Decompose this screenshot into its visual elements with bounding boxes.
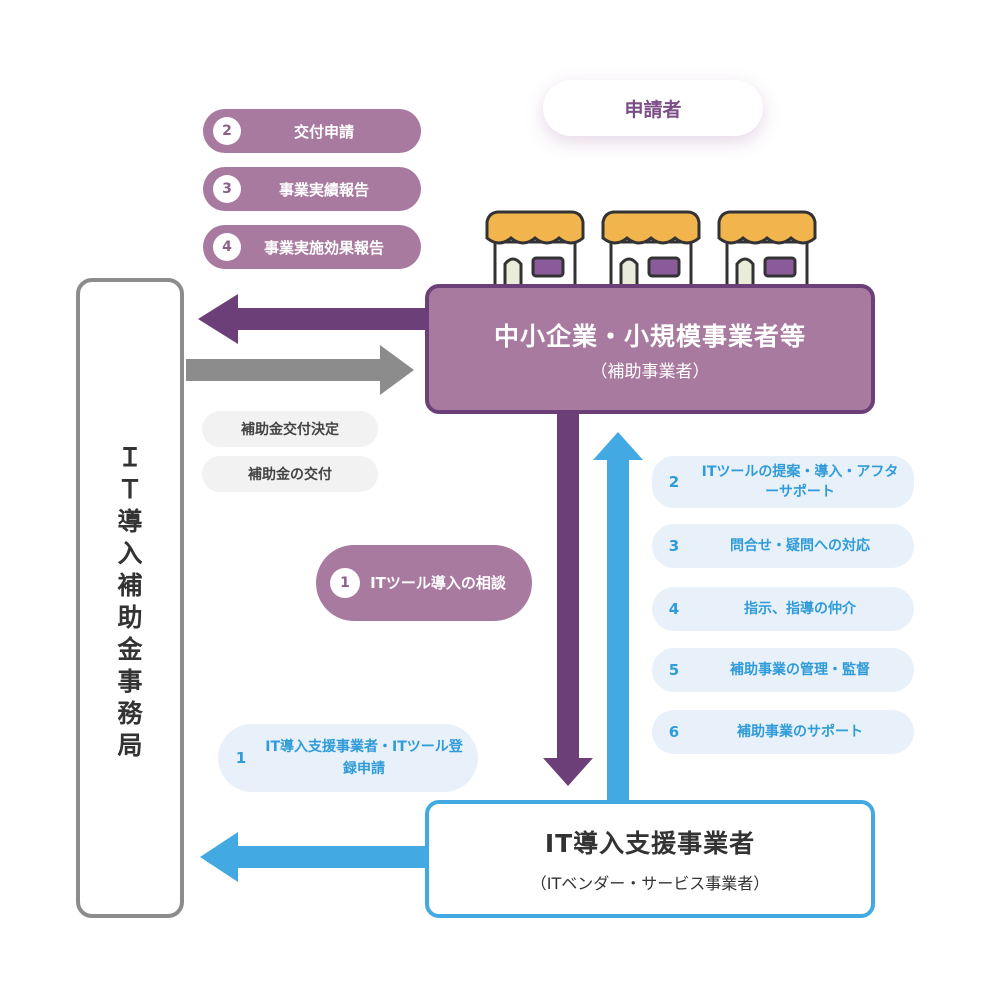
step-label: 問合せ・疑問への対応 [730, 538, 870, 554]
arrow-sme-to-vendor [543, 414, 593, 786]
shop-icon [485, 210, 585, 292]
arrow-sme-to-office [198, 294, 426, 344]
vendor-title: IT導入支援事業者 [544, 829, 756, 858]
step-label: ITツールの提案・導入・アフターサポート [701, 464, 899, 500]
sme-subtitle: （補助事業者） [590, 361, 710, 382]
step-label: 指示、指導の仲介 [744, 601, 856, 617]
vendor-step-management: 5 補助事業の管理・監督 [652, 648, 914, 692]
shop-icon [717, 210, 817, 292]
vendor-step-inquiry: 3 問合せ・疑問への対応 [652, 524, 914, 568]
label-grant-payment: 補助金の交付 [202, 456, 378, 492]
it-vendor-box: IT導入支援事業者 （ITベンダー・サービス事業者） [425, 800, 875, 918]
step-number: 3 [213, 175, 241, 203]
sme-title: 中小企業・小規模事業者等 [493, 321, 806, 351]
step-vendor-registration: 1 IT導入支援事業者・ITツール登録申請 [218, 724, 478, 792]
sme-box: 中小企業・小規模事業者等 （補助事業者） [425, 284, 875, 414]
step-number: 2 [668, 473, 680, 491]
step-number: 1 [330, 568, 360, 598]
step-label: IT導入支援事業者・ITツール登録申請 [265, 739, 463, 777]
step-number: 4 [213, 233, 241, 261]
applicant-label: 申請者 [543, 80, 763, 136]
step-label: 補助事業の管理・監督 [730, 662, 870, 678]
vendor-subtitle: （ITベンダー・サービス事業者） [530, 874, 770, 893]
step-number: 2 [213, 117, 241, 145]
step-number: 5 [668, 661, 680, 679]
step-effect-report: 4 事業実施効果報告 [203, 225, 421, 269]
label-grant-decision: 補助金交付決定 [202, 411, 378, 447]
arrow-vendor-to-sme [593, 432, 643, 800]
step-label: 交付申請 [293, 122, 354, 141]
step-number: 6 [668, 723, 680, 741]
arrow-vendor-to-office [200, 832, 426, 882]
vendor-step-proposal: 2 ITツールの提案・導入・アフターサポート [652, 456, 914, 508]
step-number: 1 [235, 749, 247, 767]
step-performance-report: 3 事業実績報告 [203, 167, 421, 211]
step-number: 4 [668, 600, 680, 618]
step-it-tool-consult: 1 ITツール導入の相談 [316, 545, 532, 621]
step-grant-application: 2 交付申請 [203, 109, 421, 153]
step-label: 事業実績報告 [278, 180, 369, 199]
step-label: 補助事業のサポート [737, 724, 863, 740]
step-number: 3 [668, 537, 680, 555]
vendor-step-mediation: 4 指示、指導の仲介 [652, 587, 914, 631]
vendor-step-support: 6 補助事業のサポート [652, 710, 914, 754]
subsidy-office-label: ＩＴ導入補助金事務局 [117, 443, 143, 760]
arrow-office-to-sme [186, 345, 414, 395]
subsidy-office-box: ＩＴ導入補助金事務局 [76, 278, 184, 918]
step-label: 事業実施効果報告 [263, 238, 384, 257]
step-label: ITツール導入の相談 [370, 574, 506, 592]
shop-icon [601, 210, 701, 292]
